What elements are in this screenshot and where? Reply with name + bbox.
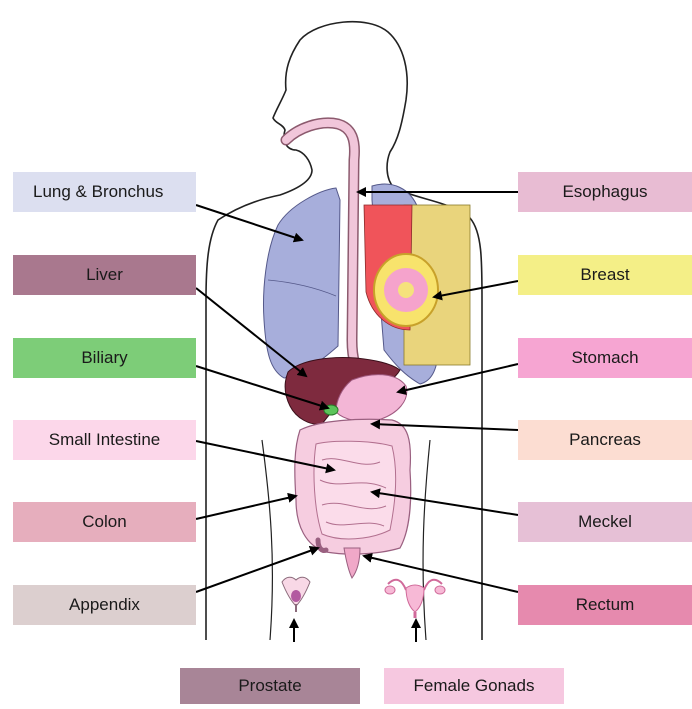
- label-meckel: Meckel: [518, 502, 692, 542]
- label-prostate: Prostate: [180, 668, 360, 704]
- label-colon: Colon: [13, 502, 196, 542]
- label-liver: Liver: [13, 255, 196, 295]
- label-text: Breast: [580, 265, 629, 285]
- label-text: Pancreas: [569, 430, 641, 450]
- label-text: Appendix: [69, 595, 140, 615]
- male-organ-icon: [282, 577, 310, 612]
- label-small-intestine: Small Intestine: [13, 420, 196, 460]
- label-appendix: Appendix: [13, 585, 196, 625]
- uterus-icon: [385, 580, 445, 618]
- label-text: Colon: [82, 512, 126, 532]
- label-text: Liver: [86, 265, 123, 285]
- label-stomach: Stomach: [518, 338, 692, 378]
- rectum: [344, 548, 360, 578]
- label-text: Meckel: [578, 512, 632, 532]
- label-text: Female Gonads: [414, 676, 535, 696]
- label-biliary: Biliary: [13, 338, 196, 378]
- label-text: Biliary: [81, 348, 127, 368]
- label-lung-bronchus: Lung & Bronchus: [13, 172, 196, 212]
- label-rectum: Rectum: [518, 585, 692, 625]
- label-pancreas: Pancreas: [518, 420, 692, 460]
- label-female-gonads: Female Gonads: [384, 668, 564, 704]
- arrow-icon: [196, 496, 296, 519]
- left-lung: [264, 188, 340, 378]
- label-text: Esophagus: [562, 182, 647, 202]
- label-esophagus: Esophagus: [518, 172, 692, 212]
- label-text: Rectum: [576, 595, 635, 615]
- label-text: Lung & Bronchus: [33, 182, 163, 202]
- label-text: Prostate: [238, 676, 301, 696]
- label-text: Small Intestine: [49, 430, 161, 450]
- label-text: Stomach: [571, 348, 638, 368]
- label-breast: Breast: [518, 255, 692, 295]
